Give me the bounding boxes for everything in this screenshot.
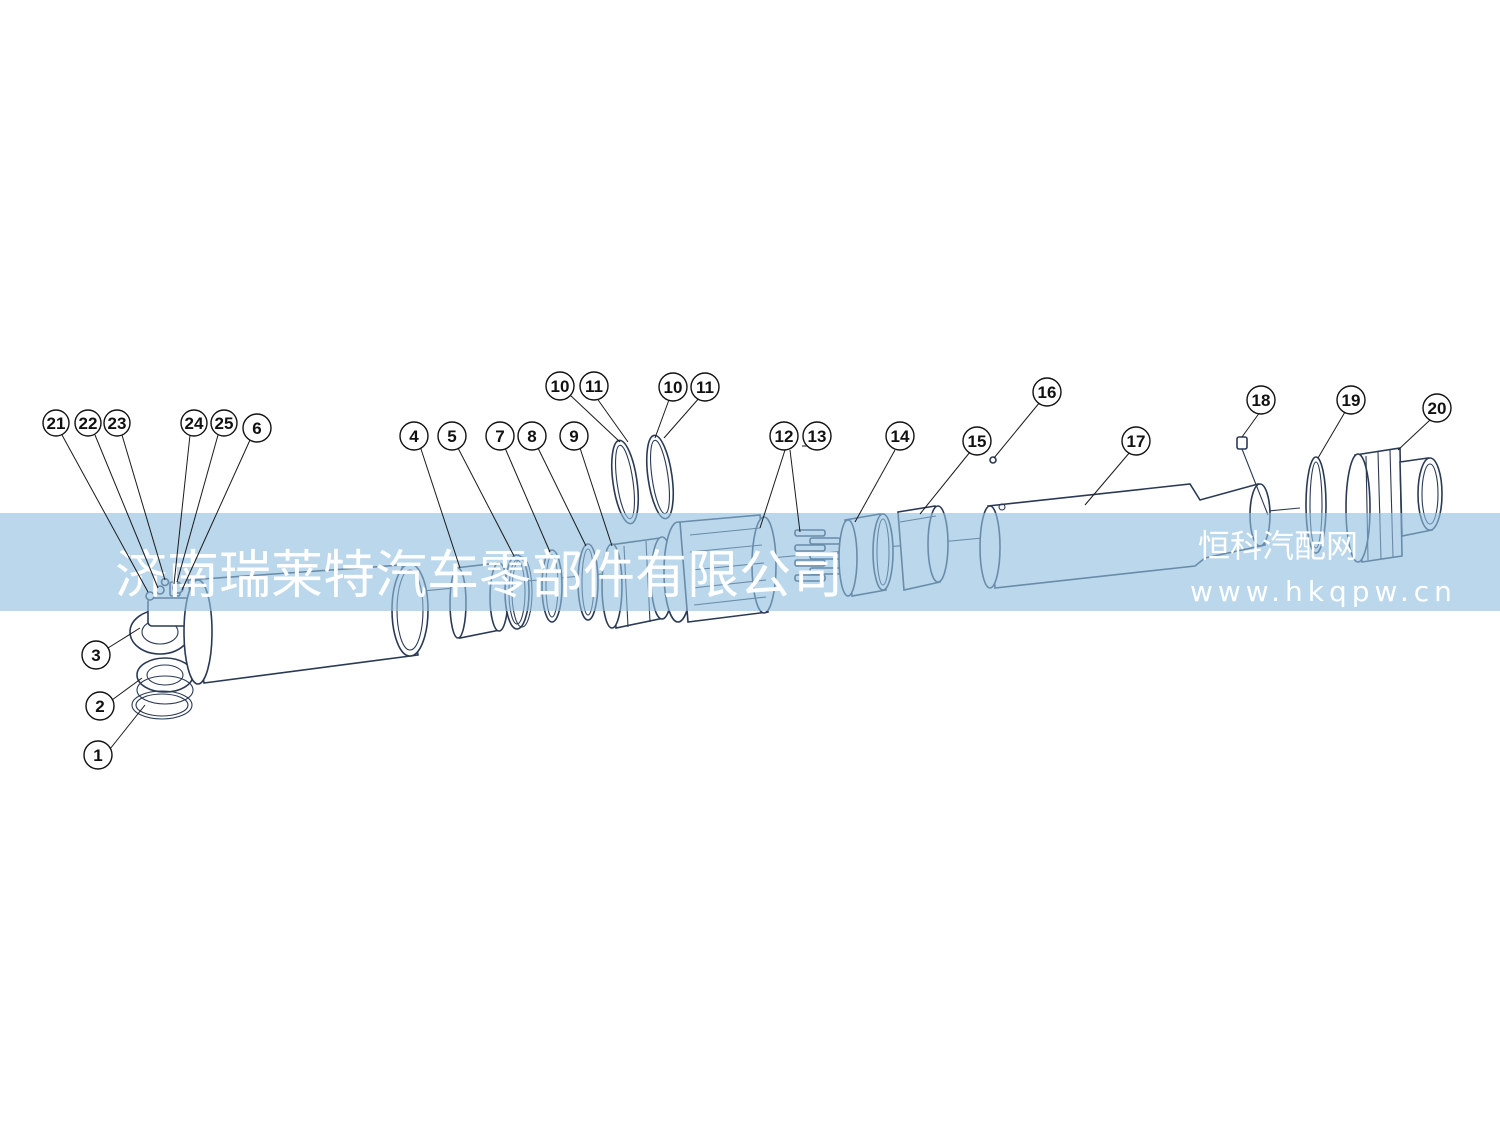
svg-text:23: 23 xyxy=(108,414,127,433)
callout-18: 18 xyxy=(1246,385,1276,415)
svg-text:14: 14 xyxy=(891,427,910,446)
svg-text:10: 10 xyxy=(664,378,683,397)
svg-text:19: 19 xyxy=(1342,391,1361,410)
callout-22: 22 xyxy=(74,409,102,437)
svg-text:21: 21 xyxy=(47,414,66,433)
callout-16: 16 xyxy=(1032,377,1062,407)
callout-15: 15 xyxy=(962,426,992,456)
leader-lines xyxy=(61,394,1431,750)
part-bushing xyxy=(136,657,194,705)
svg-text:6: 6 xyxy=(252,419,261,438)
svg-text:12: 12 xyxy=(775,427,794,446)
watermark-brand: 恒科汽配网 xyxy=(1198,527,1358,565)
svg-text:17: 17 xyxy=(1127,432,1146,451)
callout-21: 21 xyxy=(42,409,70,437)
callout-25: 25 xyxy=(210,409,238,437)
svg-text:16: 16 xyxy=(1038,383,1057,402)
callout-9: 9 xyxy=(559,421,589,451)
callout-19: 19 xyxy=(1336,385,1366,415)
callout-24: 24 xyxy=(180,409,208,437)
callout-11b: 11 xyxy=(690,372,720,402)
callout-14: 14 xyxy=(885,421,915,451)
callout-1: 1 xyxy=(83,740,113,770)
watermark-band xyxy=(0,513,1500,611)
callout-23: 23 xyxy=(103,409,131,437)
svg-text:7: 7 xyxy=(495,427,504,446)
part-ball xyxy=(989,456,997,464)
svg-text:24: 24 xyxy=(185,414,204,433)
callout-7: 7 xyxy=(485,421,515,451)
callout-10b: 10 xyxy=(658,372,688,402)
svg-text:11: 11 xyxy=(696,378,714,397)
svg-text:11: 11 xyxy=(585,377,603,396)
svg-text:9: 9 xyxy=(569,427,578,446)
part-snap-ring xyxy=(131,690,193,720)
svg-text:20: 20 xyxy=(1428,399,1447,418)
svg-text:3: 3 xyxy=(91,646,100,665)
watermark: 济南瑞莱特汽车零部件有限公司 恒科汽配网 www.hkqpw.cn xyxy=(0,513,1500,611)
callout-12: 12 xyxy=(769,421,799,451)
callout-8: 8 xyxy=(517,421,547,451)
callout-3: 3 xyxy=(81,640,111,670)
callout-11a: 11 xyxy=(579,371,609,401)
part-ring-pair-a xyxy=(610,439,640,525)
part-ring-pair-b xyxy=(645,434,675,520)
svg-text:22: 22 xyxy=(79,414,98,433)
svg-text:8: 8 xyxy=(527,427,536,446)
callout-13: 13 xyxy=(802,421,832,451)
svg-text:5: 5 xyxy=(447,427,456,446)
svg-text:10: 10 xyxy=(551,377,570,396)
watermark-url: www.hkqpw.cn xyxy=(1190,575,1457,608)
svg-text:2: 2 xyxy=(95,697,104,716)
callout-17: 17 xyxy=(1121,426,1151,456)
svg-text:15: 15 xyxy=(968,432,987,451)
watermark-company: 济南瑞莱特汽车零部件有限公司 xyxy=(115,546,843,606)
svg-text:4: 4 xyxy=(409,427,419,446)
callout-6: 6 xyxy=(242,413,272,443)
callout-10a: 10 xyxy=(545,371,575,401)
svg-text:13: 13 xyxy=(808,427,827,446)
callout-4: 4 xyxy=(399,421,429,451)
callout-20: 20 xyxy=(1422,393,1452,423)
svg-text:25: 25 xyxy=(215,414,234,433)
svg-text:18: 18 xyxy=(1252,391,1271,410)
callout-5: 5 xyxy=(437,421,467,451)
svg-text:1: 1 xyxy=(93,746,102,765)
callout-2: 2 xyxy=(85,691,115,721)
